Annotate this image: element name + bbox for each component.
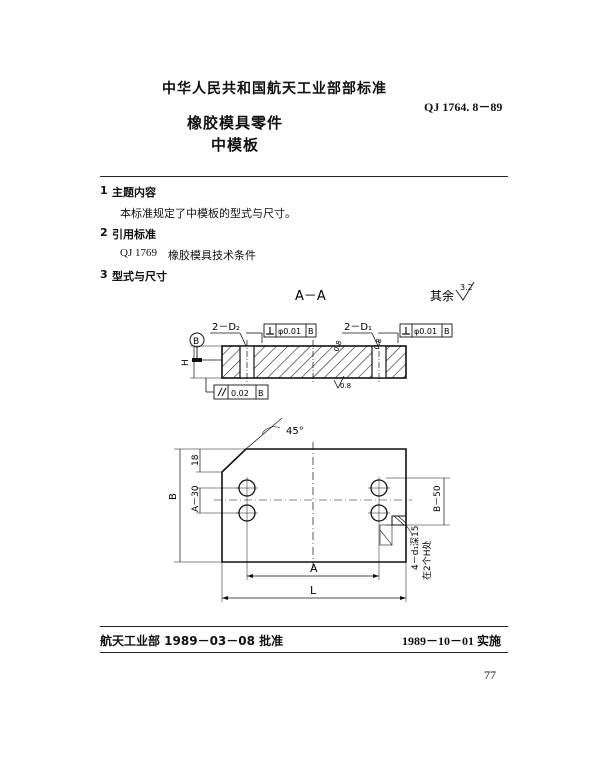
header-divider bbox=[100, 176, 508, 177]
parallel-tolerance-frame bbox=[213, 384, 269, 400]
footer-bottom-divider bbox=[100, 652, 508, 653]
dim-18: 18 bbox=[191, 454, 201, 466]
perp-tolerance-frame-right bbox=[399, 323, 453, 338]
perpendicularity-icon bbox=[266, 327, 274, 335]
cross-section-view bbox=[221, 340, 407, 384]
dim-A30: A－30 bbox=[191, 485, 201, 512]
roughness-symbol-icon bbox=[455, 281, 475, 301]
parallel-tol: 0.02 bbox=[231, 389, 249, 398]
section-2-heading: 引用标准 bbox=[112, 228, 156, 241]
document-subtitle: 中模板 bbox=[210, 136, 259, 154]
section-2-number: 2 bbox=[100, 226, 108, 239]
roughness-08c: 0.8 bbox=[340, 382, 351, 390]
perp-ref-left: B bbox=[308, 327, 314, 336]
section-1-body: 本标准规定了中模板的型式与尺寸。 bbox=[120, 207, 296, 220]
perp-tol-right: φ0.01 bbox=[414, 327, 437, 336]
dim-H: H bbox=[181, 359, 191, 366]
perpendicularity-icon bbox=[402, 327, 410, 335]
thread-note-2: 在2个H处 bbox=[421, 541, 433, 581]
standard-code: QJ 1764. 8－89 bbox=[424, 100, 503, 114]
datum-circle-label: B bbox=[193, 337, 199, 347]
plan-view bbox=[214, 417, 412, 568]
document-title: 橡胶模具零件 bbox=[186, 114, 283, 132]
approval-date: 航天工业部 1989－03－08 批准 bbox=[100, 634, 284, 648]
roughness-rest-label: 其余 bbox=[430, 288, 454, 303]
section-1-heading: 主题内容 bbox=[112, 186, 156, 199]
roughness-symbol-icon bbox=[333, 375, 345, 389]
hole-label-left: 2－D₂ bbox=[212, 322, 240, 333]
section-2-body: 橡胶模具技术条件 bbox=[168, 249, 256, 262]
roughness-08a: 0.8 bbox=[332, 339, 343, 352]
parallelism-icon bbox=[217, 387, 227, 397]
section-3-number: 3 bbox=[100, 268, 108, 281]
section-3-heading: 型式与尺寸 bbox=[112, 270, 167, 283]
perp-ref-right: B bbox=[444, 327, 450, 336]
roughness-08b: 0.8 bbox=[372, 337, 383, 350]
section-1-number: 1 bbox=[100, 184, 108, 197]
organization-title: 中华人民共和国航天工业部部标准 bbox=[162, 81, 387, 97]
page-number: 77 bbox=[484, 668, 496, 682]
perp-tol-left: φ0.01 bbox=[278, 327, 301, 336]
dim-A: A bbox=[310, 562, 318, 575]
section-view-label: A－A bbox=[295, 289, 326, 304]
dim-L: L bbox=[310, 584, 317, 597]
angle-label: 45° bbox=[286, 426, 304, 437]
footer-divider bbox=[100, 626, 508, 627]
effective-date: 1989－10－01 实施 bbox=[402, 634, 502, 648]
thread-note-1: 4－d₁深15 bbox=[410, 526, 421, 571]
perp-tolerance-frame-left bbox=[263, 323, 317, 338]
parallel-ref: B bbox=[258, 389, 264, 398]
dim-B: B bbox=[168, 493, 179, 500]
dim-B50: B－50 bbox=[433, 485, 443, 512]
section-2-ref-code: QJ 1769 bbox=[120, 247, 157, 259]
hole-label-right: 2－D₁ bbox=[344, 322, 372, 333]
roughness-rest-value: 3.2 bbox=[460, 283, 473, 292]
